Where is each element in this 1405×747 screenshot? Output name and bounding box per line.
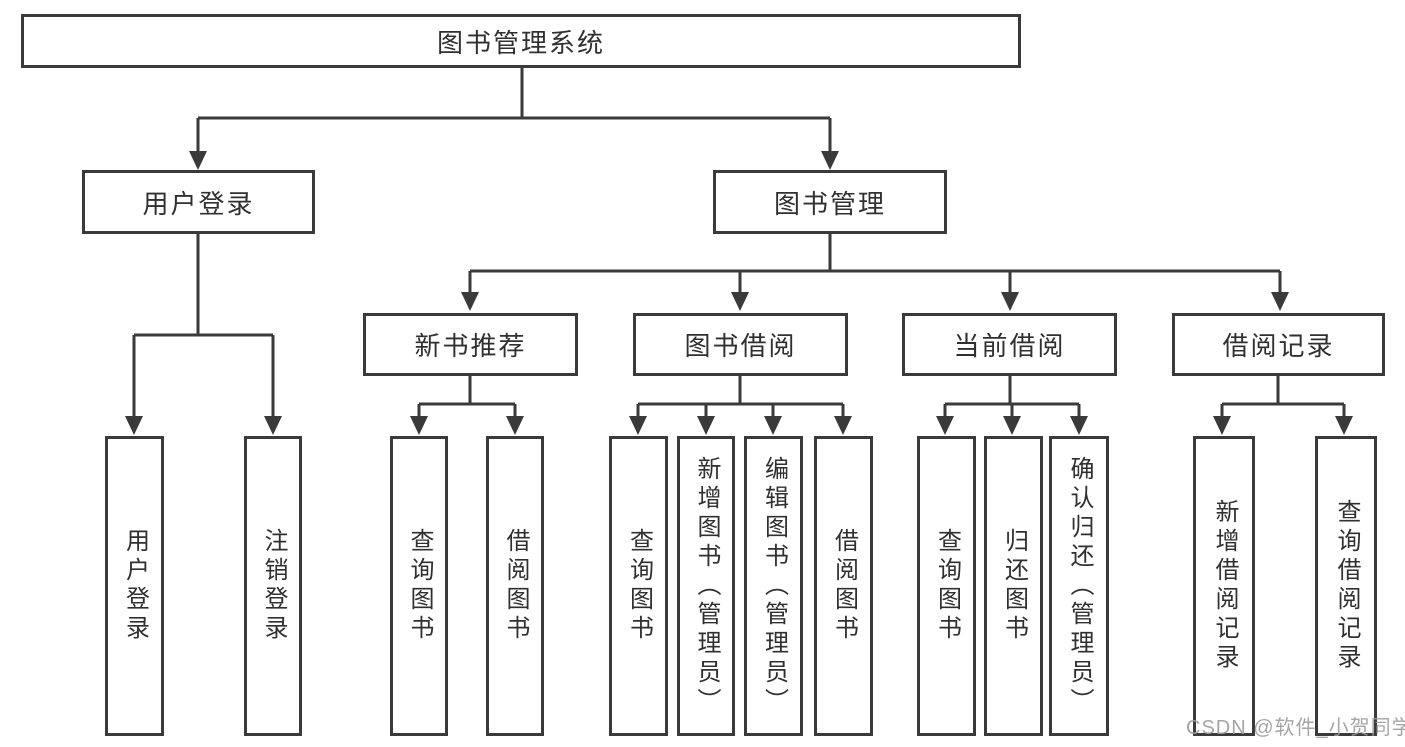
node-borrowing-records-label: 借阅记录 (1222, 331, 1335, 361)
leaf-logout-label: 注销登录 (260, 528, 287, 644)
leaf-borrow-books-borrowing-label: 借阅图书 (830, 528, 858, 644)
node-user-login: 用户登录 (82, 170, 315, 234)
leaf-logout: 注销登录 (244, 436, 302, 736)
node-book-borrowing: 图书借阅 (633, 313, 848, 376)
node-new-book-recommend-label: 新书推荐 (414, 331, 527, 361)
node-root-label: 图书管理系统 (436, 27, 605, 58)
leaf-borrow-books-recommend: 借阅图书 (486, 436, 544, 736)
node-root-system: 图书管理系统 (21, 14, 1021, 68)
leaf-borrow-books-borrowing: 借阅图书 (814, 436, 873, 736)
leaf-user-login-label: 用户登录 (121, 528, 149, 644)
leaf-add-book-admin-label: 新增图书（管理员） (693, 455, 720, 717)
node-book-management-label: 图书管理 (773, 188, 886, 219)
leaf-query-books-borrowing: 查询图书 (609, 436, 668, 736)
leaf-query-books-recommend-label: 查询图书 (406, 528, 433, 644)
node-borrowing-records: 借阅记录 (1172, 313, 1385, 376)
leaf-edit-book-admin: 编辑图书（管理员） (744, 436, 803, 736)
node-book-borrowing-label: 图书借阅 (684, 331, 797, 361)
node-current-borrowing: 当前借阅 (902, 313, 1117, 376)
leaf-confirm-return-admin: 确认归还（管理员） (1049, 436, 1109, 736)
node-current-borrowing-label: 当前借阅 (953, 331, 1066, 361)
leaf-confirm-return-admin-label: 确认归还（管理员） (1066, 455, 1093, 717)
leaf-query-borrow-record-label: 查询借阅记录 (1333, 499, 1360, 673)
leaf-borrow-books-recommend-label: 借阅图书 (502, 528, 529, 644)
csdn-watermark: CSDN @软件_小贺同学 (1186, 717, 1405, 739)
node-book-management: 图书管理 (713, 170, 947, 234)
leaf-add-borrow-record-label: 新增借阅记录 (1211, 499, 1238, 673)
leaf-edit-book-admin-label: 编辑图书（管理员） (760, 455, 788, 717)
leaf-query-books-current-label: 查询图书 (933, 528, 961, 644)
leaf-query-books-borrowing-label: 查询图书 (625, 528, 653, 644)
node-user-login-label: 用户登录 (142, 188, 255, 219)
leaf-add-borrow-record: 新增借阅记录 (1193, 436, 1255, 736)
leaf-query-books-current: 查询图书 (917, 436, 976, 736)
leaf-query-borrow-record: 查询借阅记录 (1315, 436, 1377, 736)
leaf-query-books-recommend: 查询图书 (390, 436, 448, 736)
node-new-book-recommend: 新书推荐 (363, 313, 578, 376)
leaf-user-login: 用户登录 (105, 436, 164, 736)
leaf-add-book-admin: 新增图书（管理员） (677, 436, 735, 736)
leaf-return-book: 归还图书 (984, 436, 1043, 736)
leaf-return-book-label: 归还图书 (1000, 528, 1028, 644)
